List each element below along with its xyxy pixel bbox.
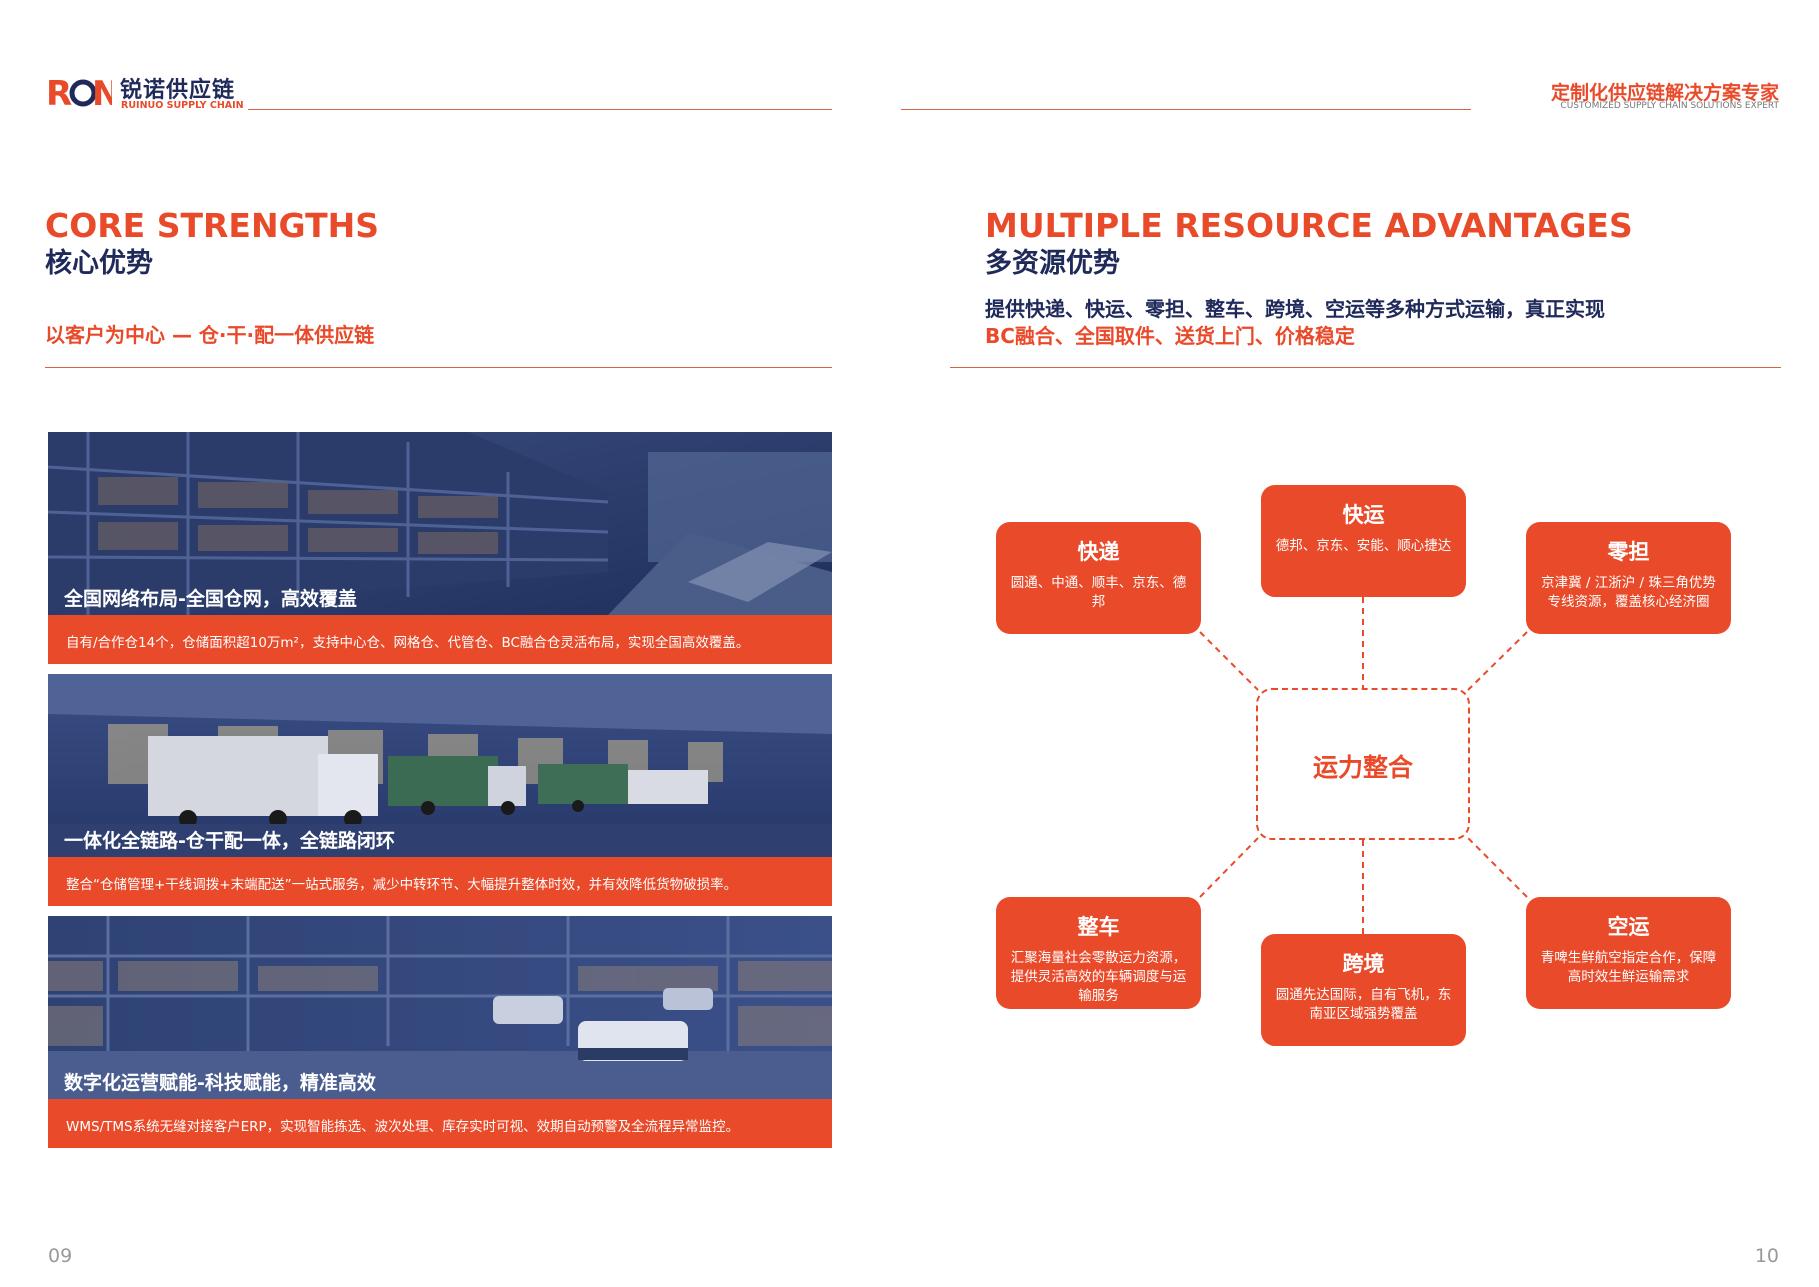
connector-ftl <box>1199 837 1259 898</box>
core-strengths-subtitle: 以客户为中心 — 仓·干·配一体供应链 <box>45 323 375 347</box>
capacity-integration-hub: 运力整合 <box>1256 688 1470 840</box>
connector-express <box>1199 631 1259 691</box>
node-cross-border: 跨境 圆通先达国际，自有飞机，东南亚区域强势覆盖 <box>1261 934 1466 1046</box>
resource-intro-line1: 提供快递、快运、零担、整车、跨境、空运等多种方式运输，真正实现 <box>985 297 1605 321</box>
trucks-loading-dock-photo <box>48 674 832 857</box>
node-ftl: 整车 汇聚海量社会零散运力资源，提供灵活高效的车辆调度与运输服务 <box>996 897 1201 1009</box>
ron-logo-icon: R N <box>46 75 112 109</box>
panel-digital: 数字化运营赋能-科技赋能，精准高效 WMS/TMS系统无缝对接客户ERP，实现智… <box>48 916 832 1148</box>
node-express-desc: 圆通、中通、顺丰、京东、德邦 <box>1010 575 1187 610</box>
node-express: 快递 圆通、中通、顺丰、京东、德邦 <box>996 522 1201 634</box>
svg-text:N: N <box>92 75 112 109</box>
panel-integrated-desc: 整合“仓储管理+干线调拨+末端配送”一站式服务，减少中转环节、大幅提升整体时效，… <box>66 877 738 893</box>
panel-digital-bar: WMS/TMS系统无缝对接客户ERP，实现智能拣选、波次处理、库存实时可视、效期… <box>48 1099 832 1148</box>
header-rule-right <box>901 109 1471 110</box>
capacity-integration-label: 运力整合 <box>1312 753 1413 782</box>
node-ltl: 零担 京津冀 / 江浙沪 / 珠三角优势专线资源，覆盖核心经济圈 <box>1526 522 1731 634</box>
node-freight: 快运 德邦、京东、安能、顺心捷达 <box>1261 485 1466 597</box>
node-freight-desc: 德邦、京东、安能、顺心捷达 <box>1275 538 1452 554</box>
panel-integrated-bar: 整合“仓储管理+干线调拨+末端配送”一站式服务，减少中转环节、大幅提升整体时效，… <box>48 857 832 906</box>
brand-name-cn: 锐诺供应链 <box>120 78 236 103</box>
panel-digital-desc: WMS/TMS系统无缝对接客户ERP，实现智能拣选、波次处理、库存实时可视、效期… <box>66 1119 740 1135</box>
node-freight-title: 快运 <box>1342 503 1385 527</box>
node-air-desc: 青啤生鲜航空指定合作，保障高时效生鲜运输需求 <box>1540 950 1717 985</box>
connector-air <box>1467 837 1528 898</box>
panel-digital-title: 数字化运营赋能-科技赋能，精准高效 <box>64 1072 376 1094</box>
tagline-cn: 定制化供应链解决方案专家 <box>1550 82 1779 104</box>
node-express-title: 快递 <box>1077 540 1120 564</box>
node-air: 空运 青啤生鲜航空指定合作，保障高时效生鲜运输需求 <box>1526 897 1731 1009</box>
node-ftl-title: 整车 <box>1077 915 1120 939</box>
resource-title-en: MULTIPLE RESOURCE ADVANTAGES <box>985 206 1633 245</box>
node-cross-border-desc: 圆通先达国际，自有飞机，东南亚区域强势覆盖 <box>1275 987 1452 1022</box>
page-number-left: 09 <box>48 1245 73 1267</box>
brand-name-en: RUINUO SUPPLY CHAIN <box>121 100 244 111</box>
page-number-right: 10 <box>1754 1245 1779 1267</box>
core-strengths-title-en: CORE STRENGTHS <box>45 206 379 245</box>
resource-title-cn: 多资源优势 <box>985 248 1120 279</box>
warehouse-shelves-photo <box>48 432 832 615</box>
panel-network: 全国网络布局-全国仓网，高效覆盖 自有/合作仓14个，仓储面积超10万m²，支持… <box>48 432 832 664</box>
node-ltl-title: 零担 <box>1607 540 1650 564</box>
node-ltl-desc: 京津冀 / 江浙沪 / 珠三角优势专线资源，覆盖核心经济圈 <box>1541 575 1716 610</box>
panel-network-title: 全国网络布局-全国仓网，高效覆盖 <box>64 588 357 610</box>
panel-integrated-title: 一体化全链路-仓干配一体，全链路闭环 <box>64 830 395 852</box>
core-strengths-title-cn: 核心优势 <box>45 248 153 279</box>
node-air-title: 空运 <box>1607 915 1650 939</box>
agv-robots-warehouse-photo <box>48 916 832 1099</box>
panel-network-bar: 自有/合作仓14个，仓储面积超10万m²，支持中心仓、网格仓、代管仓、BC融合仓… <box>48 615 832 664</box>
node-ftl-desc: 汇聚海量社会零散运力资源，提供灵活高效的车辆调度与运输服务 <box>1010 950 1187 1004</box>
tagline-en: CUSTOMIZED SUPPLY CHAIN SOLUTIONS EXPERT <box>1560 101 1779 111</box>
svg-text:R: R <box>46 75 72 109</box>
panel-network-desc: 自有/合作仓14个，仓储面积超10万m²，支持中心仓、网格仓、代管仓、BC融合仓… <box>66 635 750 651</box>
node-cross-border-title: 跨境 <box>1342 952 1385 976</box>
right-section-rule <box>950 367 1781 368</box>
header-rule-left <box>248 109 832 110</box>
connector-ltl <box>1467 631 1528 691</box>
left-section-rule <box>45 367 832 368</box>
panel-integrated: 一体化全链路-仓干配一体，全链路闭环 整合“仓储管理+干线调拨+末端配送”一站式… <box>48 674 832 906</box>
resource-intro-line2: BC融合、全国取件、送货上门、价格稳定 <box>985 324 1355 348</box>
